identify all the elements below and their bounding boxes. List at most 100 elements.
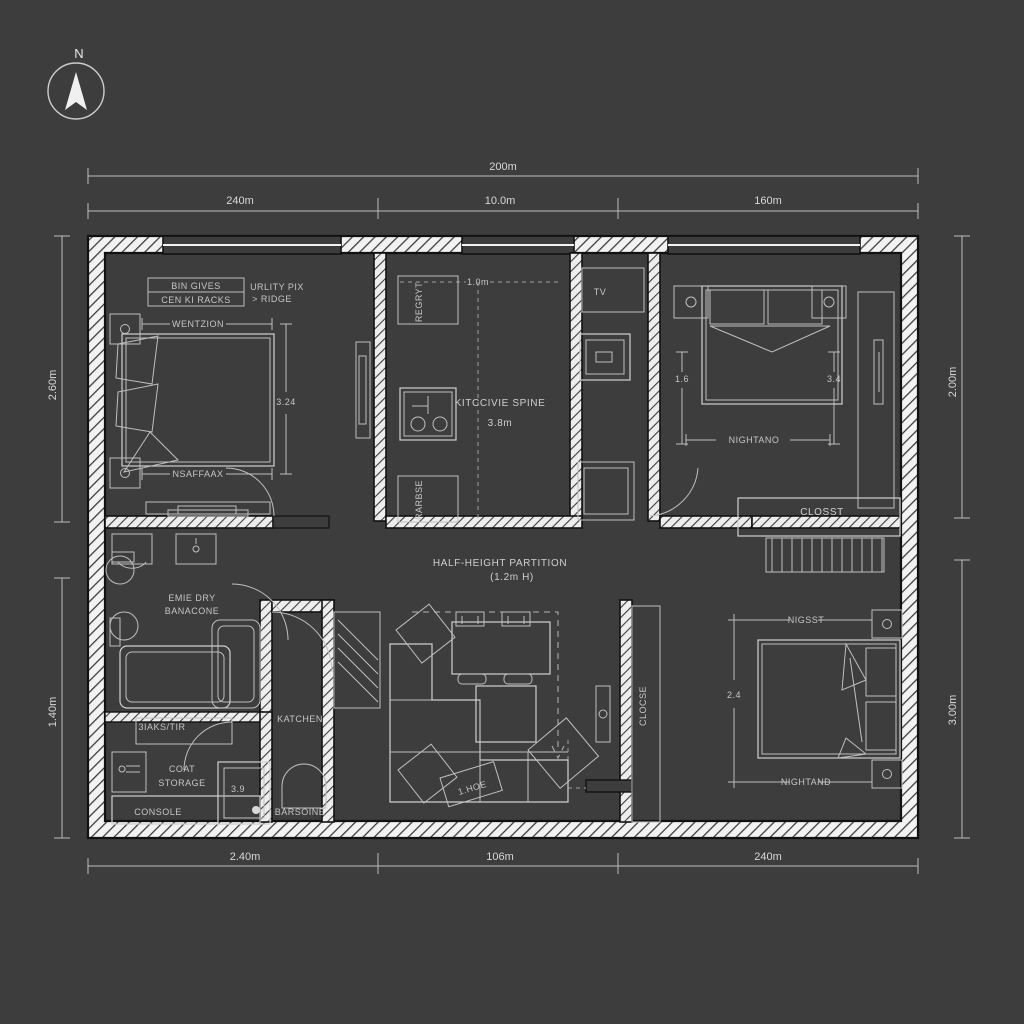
label-ridge: > RIDGE [252, 294, 292, 304]
windows-top [162, 235, 861, 255]
door-swing-coat [271, 611, 333, 673]
label-appliance-v2: RARBSE [414, 480, 424, 520]
kitchen-spine: 1.0m KITCCIVIE SPINE 3.8m REGRYT RARBSE [355, 275, 562, 523]
label-cen-ki-racks: CEN KI RACKS [161, 295, 231, 305]
dim-right-seg-1: 2.00m [947, 367, 959, 398]
dim-kitchen-spine: 3.8m [488, 418, 513, 429]
bedroom-top-right: 1.6 3.4 NIGHTANO CLOSST [673, 285, 901, 537]
dining-chair-2 [501, 611, 531, 627]
dim-kitchen-gap: 1.0m [467, 277, 489, 287]
bedroom-master-top-left: BIN GIVES CEN KI RACKS URLITY PIX > RIDG… [109, 277, 304, 517]
stove [399, 387, 457, 441]
closet-top-right [737, 497, 901, 537]
wall-niche [111, 751, 147, 793]
accent-chair-1 [395, 603, 456, 664]
label-closet-top: CLOSST [800, 507, 844, 518]
label-nightstand-bottom: NIGHTAND [781, 777, 831, 787]
counter-run [333, 611, 381, 709]
half-height-partition: HALF-HEIGHT PARTITION (1.2m H) [433, 558, 567, 583]
storage-box [217, 761, 271, 825]
label-wentzion: WENTZION [172, 319, 224, 329]
dining-chair-1 [455, 611, 485, 627]
vanity [111, 533, 153, 565]
bedroom-lower-right: NIGSST NIGHTAND 2.4 [727, 609, 903, 789]
fridge-column [355, 341, 371, 439]
label-nightstand-top: NIGHTANO [729, 435, 780, 445]
storage-cabinet [577, 461, 635, 521]
cabinet-lower [397, 475, 459, 523]
label-tv: TV [594, 287, 607, 297]
dim-bottom-seg-1: 2.40m [230, 851, 261, 863]
dim-top-seg-1: 240m [226, 195, 254, 207]
left-dimensions: 2.60m 1.40m [47, 235, 70, 839]
cabinet-upper [397, 275, 459, 325]
nightstand-tr-left [673, 285, 709, 319]
label-banacone: BANACONE [165, 606, 220, 616]
bed-lower-right [757, 639, 901, 759]
closet-divider: CLOCSE [595, 605, 661, 823]
door-swing-bath [231, 583, 289, 641]
doors [183, 467, 699, 771]
nightstand-tr-right [811, 285, 847, 319]
bottom-dimensions: 2.40m 106m 240m [87, 851, 919, 874]
label-half-height-partition: HALF-HEIGHT PARTITION [433, 558, 567, 569]
bathtub [119, 645, 231, 709]
pillow-2 [115, 383, 159, 433]
label-emie-dry: EMIE DRY [168, 593, 215, 603]
accent-chair-3 [527, 717, 600, 790]
label-coat: COAT [169, 764, 195, 774]
label-nigsst: NIGSST [788, 615, 825, 625]
dim-bottom-seg-3: 240m [754, 851, 782, 863]
dim-right-seg-2: 3.00m [947, 695, 959, 726]
dining-chair-3 [457, 673, 487, 685]
label-kitchen: KATCHEN [277, 714, 323, 724]
sink-counter [175, 533, 217, 565]
coat-storage-area: 3IAKS/TIR COAT STORAGE CONSOLE 3.9 [111, 717, 271, 825]
label-console: CONSOLE [134, 807, 182, 817]
dim-bed3: 2.4 [727, 690, 741, 700]
label-kitchen-spine: KITCCIVIE SPINE [455, 398, 546, 409]
media-console [579, 333, 631, 381]
label-storage: STORAGE [158, 778, 205, 788]
pillow-4 [767, 289, 823, 325]
label-baksitr: 3IAKS/TIR [138, 722, 185, 732]
media-niche: TV [577, 267, 645, 521]
right-dimensions: 2.00m 3.00m [947, 235, 970, 839]
shower [211, 619, 261, 709]
label-utility-pix: URLITY PIX [250, 282, 304, 292]
door-swing-bed2 [649, 467, 699, 517]
label-bin-gives: BIN GIVES [171, 281, 221, 291]
bed-top-right [701, 285, 843, 405]
label-barsoine: BARSOINE [275, 807, 326, 817]
bathroom: EMIE DRY BANACONE [105, 533, 261, 709]
dim-bed2-right: 3.4 [827, 374, 841, 384]
dining-table [451, 621, 551, 675]
top-dimensions: 200m 240m 10.0m 160m [87, 161, 919, 219]
closet-rail [595, 685, 611, 743]
door-swing-bed1 [225, 467, 275, 517]
dim-bed1-width: 3.24 [276, 397, 296, 407]
pillow-5 [865, 647, 897, 697]
dining-chair-4 [503, 673, 533, 685]
tv-unit [581, 267, 645, 313]
accent-chair-2 [397, 743, 458, 804]
pillow-3 [709, 289, 765, 325]
coffee-table [475, 685, 537, 743]
bed-master [121, 333, 275, 467]
kitchen-lower: KATCHEN BARSOINE [275, 611, 381, 817]
bar-arch [281, 763, 327, 809]
nightstand-left-top [109, 313, 141, 345]
bed-throw [122, 431, 179, 473]
dim-top-overall: 200m [489, 161, 517, 173]
pillow-1 [115, 335, 159, 385]
bed-throw-2 [709, 325, 831, 353]
dim-left-seg-1: 2.60m [47, 370, 59, 401]
wardrobe-top-right [857, 291, 895, 509]
closet-lower-right [631, 605, 661, 823]
nightstand-lr-bottom [871, 759, 903, 789]
dim-left-seg-2: 1.40m [47, 697, 59, 728]
exterior-walls [86, 234, 920, 840]
